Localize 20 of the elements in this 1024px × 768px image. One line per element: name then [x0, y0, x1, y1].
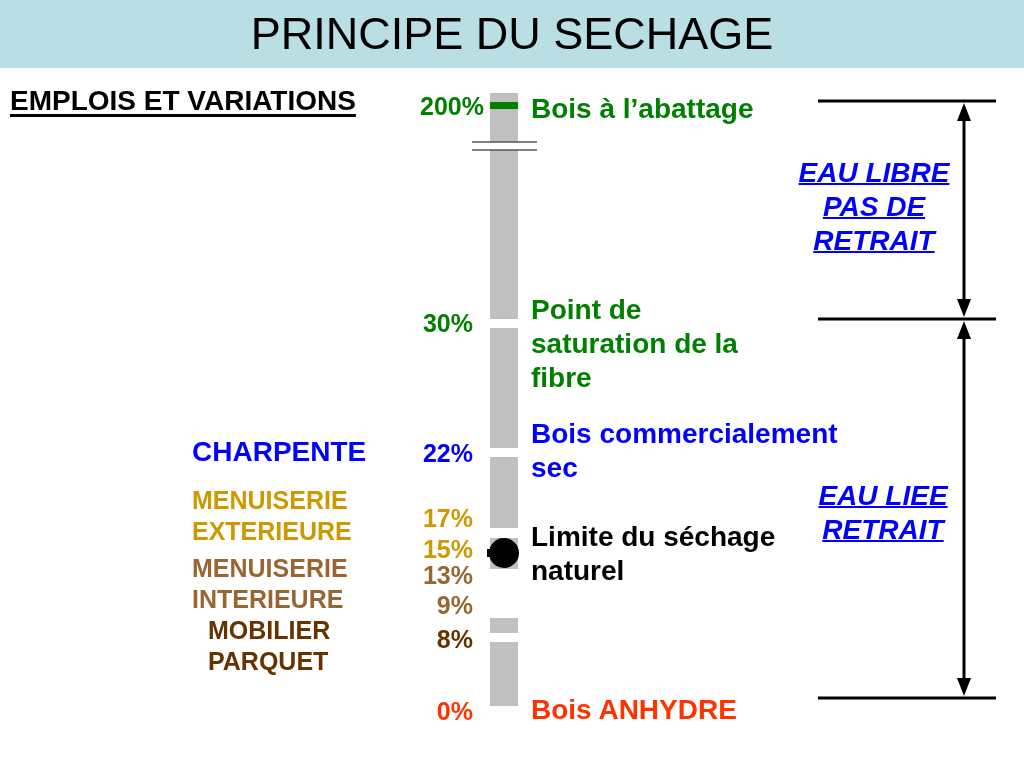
- percent-label: 200%: [419, 93, 484, 119]
- percent-label: 17%: [421, 505, 473, 531]
- use-label: MENUISERIE EXTERIEURE: [192, 484, 353, 547]
- percent-label: 15%: [421, 536, 473, 562]
- section-heading: EMPLOIS ET VARIATIONS: [10, 84, 356, 118]
- use-label: MOBILIER PARQUET: [208, 614, 332, 677]
- percent-label: 13%: [421, 562, 473, 588]
- use-label: MENUISERIE INTERIEURE: [192, 552, 349, 615]
- zone-label: EAU LIBRE PAS DE RETRAIT: [797, 156, 951, 258]
- stage-label: Bois ANHYDRE: [531, 693, 738, 727]
- percent-label: 0%: [435, 698, 473, 724]
- stage-label: Bois à l’abattage: [531, 92, 755, 126]
- stage-label: Point de saturation de la fibre: [531, 293, 739, 395]
- stage-label: Limite du séchage naturel: [531, 520, 777, 588]
- percent-label: 30%: [421, 310, 473, 336]
- percent-label: 8%: [435, 626, 473, 652]
- percent-label: 9%: [435, 592, 473, 618]
- percent-label: 22%: [421, 440, 473, 466]
- page-title: PRINCIPE DU SECHAGE: [250, 8, 774, 60]
- use-label: CHARPENTE: [192, 435, 367, 469]
